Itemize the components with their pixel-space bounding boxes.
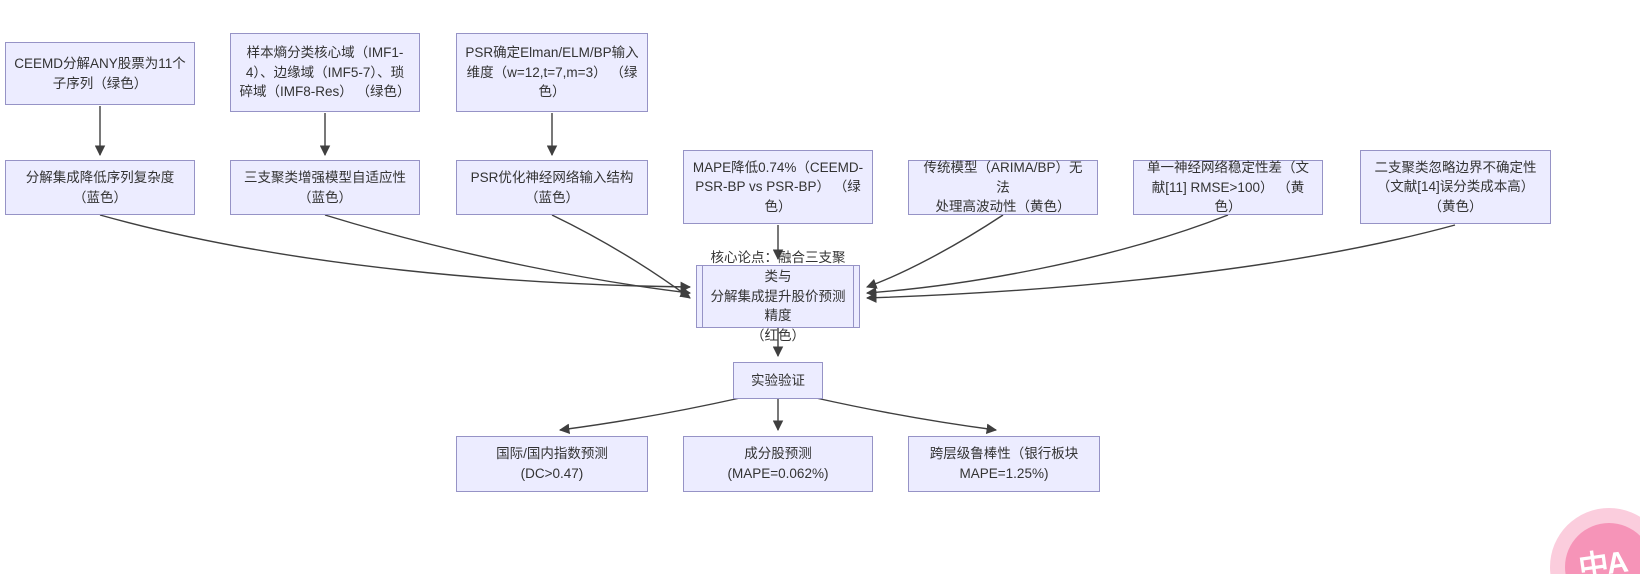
node-mape-improvement: MAPE降低0.74%（CEEMD- PSR-BP vs PSR-BP） （绿 … [683, 150, 873, 224]
node-two-way-clustering-limit: 二支聚类忽略边界不确定性 （文献[14]误分类成本高） （黄色） [1360, 150, 1551, 224]
node-psr-optimize-structure: PSR优化神经网络输入结构 （蓝色） [456, 160, 648, 215]
translate-badge-label: 中A [1576, 545, 1629, 574]
node-core-thesis: 核心论点：融合三支聚类与 分解集成提升股价预测精度 （红色） [696, 250, 860, 343]
edge-traditional-to-core [866, 214, 1004, 289]
translate-icon: 中A [1565, 523, 1640, 574]
translate-badge[interactable]: 中A [1550, 508, 1640, 574]
node-cross-level-robustness: 跨层级鲁棒性（银行板块 MAPE=1.25%) [908, 436, 1100, 492]
node-constituent-prediction: 成分股预测 (MAPE=0.062%) [683, 436, 873, 492]
edge-twoway-to-core [865, 224, 1456, 303]
edge-experiment-to-index [558, 397, 741, 434]
node-index-prediction: 国际/国内指数预测 (DC>0.47) [456, 436, 648, 492]
edge-decomp-to-core [99, 214, 692, 293]
node-experiment-validation: 实验验证 [733, 362, 823, 399]
edge-psropt-to-core [551, 214, 691, 299]
node-single-nn-instability: 单一神经网络稳定性差（文 献[11] RMSE>100） （黄色） [1133, 160, 1323, 215]
node-decomp-reduce-complexity: 分解集成降低序列复杂度 （蓝色） [5, 160, 195, 215]
node-three-way-adaptivity: 三支聚类增强模型自适应性 （蓝色） [230, 160, 420, 215]
edge-threeway-to-core [324, 214, 692, 298]
edge-experiment-to-robust [815, 397, 998, 434]
edge-singlenn-to-core [865, 214, 1229, 298]
node-ceemd-decompose: CEEMD分解ANY股票为11个 子序列（绿色） [5, 42, 195, 105]
node-psr-input-dim: PSR确定Elman/ELM/BP输入 维度（w=12,t=7,m=3） （绿 … [456, 33, 648, 112]
node-traditional-model-limit: 传统模型（ARIMA/BP）无法 处理高波动性（黄色） [908, 160, 1098, 215]
node-sample-entropy-domains: 样本熵分类核心域（IMF1- 4）、边缘域（IMF5-7）、琐 碎域（IMF8-… [230, 33, 420, 112]
